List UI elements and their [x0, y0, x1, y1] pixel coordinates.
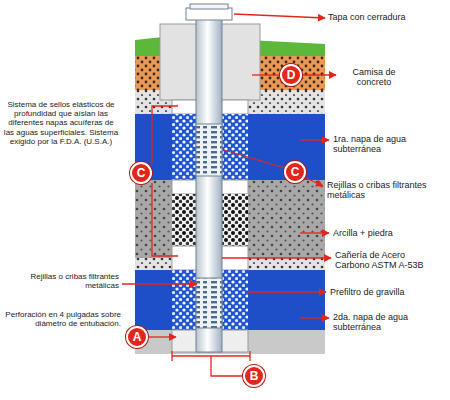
part-label: 1ra. napa de agua subterránea	[333, 134, 445, 155]
part-label: Arcilla + piedra	[333, 228, 445, 238]
part-label: Camisa de concreto	[341, 67, 407, 88]
callout-letter: C	[291, 165, 300, 179]
callout-circle: D	[280, 64, 302, 86]
callout-letter: D	[287, 68, 296, 82]
part-label: Prefiltro de gravilla	[330, 287, 445, 297]
part-label: Tapa con cerradura	[328, 12, 446, 22]
part-label: Rejillas o cribas filtrantes metálicas	[3, 272, 119, 290]
callout-letter: A	[133, 330, 142, 344]
part-label: 2da. napa de agua subterránea	[333, 312, 445, 333]
part-label: Perforación en 4 pulgadas sobre diámetro…	[3, 310, 121, 328]
callout-letter: C	[137, 166, 146, 180]
callout-letter: B	[250, 369, 259, 383]
callout-circle: C	[130, 162, 152, 184]
callout-circle: A	[126, 326, 148, 348]
part-label: Rejillas o cribas filtrantes metálicas	[327, 180, 445, 201]
callout-circle: B	[243, 365, 265, 387]
callout-circle: C	[284, 161, 306, 183]
part-label: Cañería de Acero Carbono ASTM A-53B	[335, 250, 435, 271]
part-label: Sistema de sellos elásticos de profundid…	[3, 100, 119, 146]
